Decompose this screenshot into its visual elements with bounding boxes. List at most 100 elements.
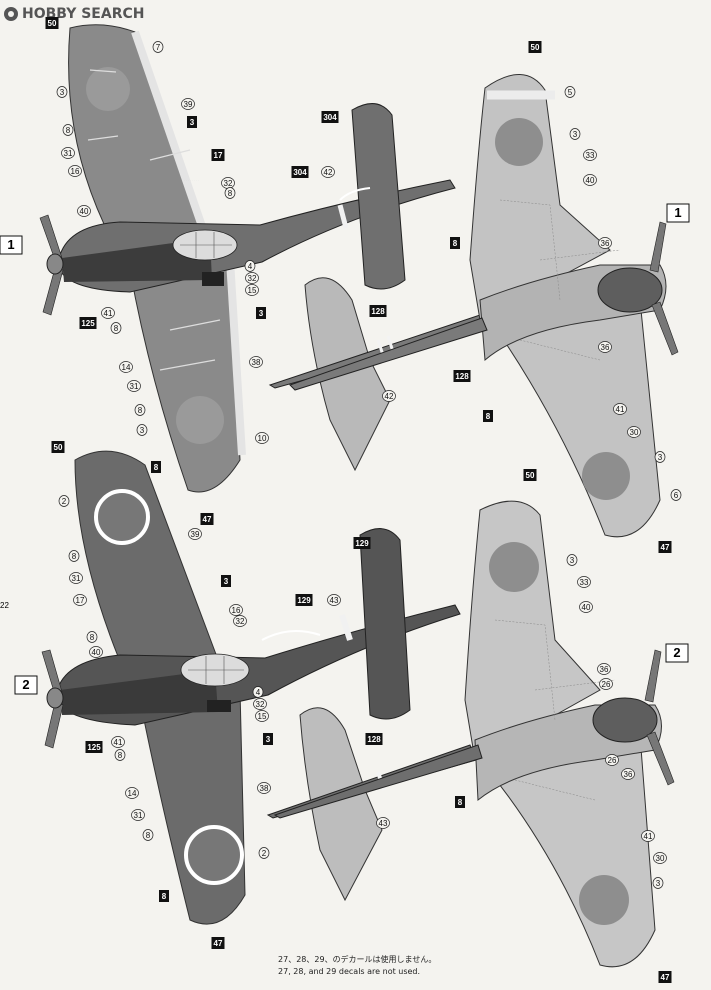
callout-circle-40: 40 [77, 205, 91, 217]
callout-circle-32: 32 [221, 177, 235, 189]
callout-number: 31 [134, 811, 143, 820]
callout-box-47: 47 [211, 937, 225, 949]
callout-number: 8 [146, 831, 151, 840]
callout-circle-14: 14 [125, 787, 139, 799]
callout-circle-3: 3 [56, 86, 68, 98]
callout-number: 26 [602, 680, 611, 689]
callout-number: 31 [130, 382, 139, 391]
callout-number: 41 [616, 405, 625, 414]
callout-number: 128 [455, 372, 469, 381]
callout-number: 8 [114, 324, 119, 333]
callout-number: 3 [570, 556, 575, 565]
callout-circle-36: 36 [621, 768, 635, 780]
callout-number: 8 [118, 751, 123, 760]
callout-circle-31: 31 [61, 147, 75, 159]
callout-circle-16: 16 [68, 165, 82, 177]
callout-circle-5: 5 [564, 86, 576, 98]
callout-number: 128 [371, 307, 385, 316]
callout-box-50: 50 [523, 469, 537, 481]
callout-number: 15 [248, 286, 257, 295]
callout-number: 38 [260, 784, 269, 793]
callout-circle-2: 2 [58, 495, 70, 507]
callout-circle-2: 2 [258, 847, 270, 859]
callout-number: 125 [87, 743, 101, 752]
callout-number: 42 [324, 168, 333, 177]
callout-number: 16 [71, 167, 80, 176]
callout-box-50: 50 [45, 17, 59, 29]
callout-box-125: 125 [79, 317, 97, 329]
callout-number: 3 [140, 426, 145, 435]
callout-circle-31: 31 [131, 809, 145, 821]
callout-number: 39 [191, 530, 200, 539]
callout-circle-41: 41 [111, 736, 125, 748]
callout-number: 43 [379, 819, 388, 828]
callout-number: 33 [580, 578, 589, 587]
callout-number: 3 [658, 453, 663, 462]
callout-box-8: 8 [483, 410, 493, 422]
callout-number: 17 [214, 151, 223, 160]
callout-circle-32: 32 [245, 272, 259, 284]
callout-number: 3 [259, 309, 264, 318]
callout-box-128: 128 [453, 370, 471, 382]
callout-number: 50 [531, 43, 540, 52]
callout-number: 42 [385, 392, 394, 401]
callout-circle-3: 3 [569, 128, 581, 140]
callout-circle-42: 42 [321, 166, 335, 178]
callout-circle-39: 39 [181, 98, 195, 110]
decal-note-jp: 27、28、29、のデカールは使用しません。 [278, 955, 437, 964]
callout-number: 14 [122, 363, 131, 372]
callout-number: 47 [214, 939, 223, 948]
callout-number: 129 [297, 596, 311, 605]
scheme1-top-view: 1 [0, 24, 456, 493]
callout-number: 8 [154, 463, 159, 472]
callout-circle-42: 42 [382, 390, 396, 402]
callout-number: 8 [66, 126, 71, 135]
callout-circle-8: 8 [86, 631, 98, 643]
callout-circle-41: 41 [613, 403, 627, 415]
callout-box-50: 50 [528, 41, 542, 53]
callout-circle-32: 32 [253, 698, 267, 710]
callout-number: 17 [76, 596, 85, 605]
callout-circle-8: 8 [62, 124, 74, 136]
callout-circle-39: 39 [188, 528, 202, 540]
callout-circle-26: 26 [599, 678, 613, 690]
callout-circle-40: 40 [579, 601, 593, 613]
callout-number: 26 [608, 756, 617, 765]
callout-circle-30: 30 [653, 852, 667, 864]
callout-number: 41 [114, 738, 123, 747]
callout-circle-3: 3 [654, 451, 666, 463]
callout-number: 5 [568, 88, 573, 97]
callout-number: 40 [92, 648, 101, 657]
scheme2-number-top: 2 [22, 677, 29, 692]
callout-circle-8: 8 [134, 404, 146, 416]
callout-circle-17: 17 [73, 594, 87, 606]
callout-box-129: 129 [295, 594, 313, 606]
callout-circle-31: 31 [127, 380, 141, 392]
scheme2-bottom-view: 2 [273, 500, 689, 968]
callout-number: 3 [190, 118, 195, 127]
callout-circle-6: 6 [670, 489, 682, 501]
callout-circle-4: 4 [252, 686, 264, 698]
callout-number: 304 [293, 168, 307, 177]
callout-number: 38 [252, 358, 261, 367]
callout-box-8: 8 [159, 890, 169, 902]
callout-circle-16: 16 [229, 604, 243, 616]
callout-number: 40 [582, 603, 591, 612]
callout-circle-31: 31 [69, 572, 83, 584]
callout-number: 7 [156, 43, 161, 52]
callout-number: 8 [138, 406, 143, 415]
callout-number: 15 [258, 712, 267, 721]
callout-box-8: 8 [450, 237, 460, 249]
callout-number: 36 [601, 343, 610, 352]
callout-circle-33: 33 [583, 149, 597, 161]
callout-number: 41 [644, 832, 653, 841]
callout-circle-36: 36 [598, 237, 612, 249]
callout-number: 36 [600, 665, 609, 674]
callout-circle-30: 30 [627, 426, 641, 438]
callout-number: 4 [256, 688, 261, 697]
callout-circle-3: 3 [566, 554, 578, 566]
callout-number: 30 [630, 428, 639, 437]
